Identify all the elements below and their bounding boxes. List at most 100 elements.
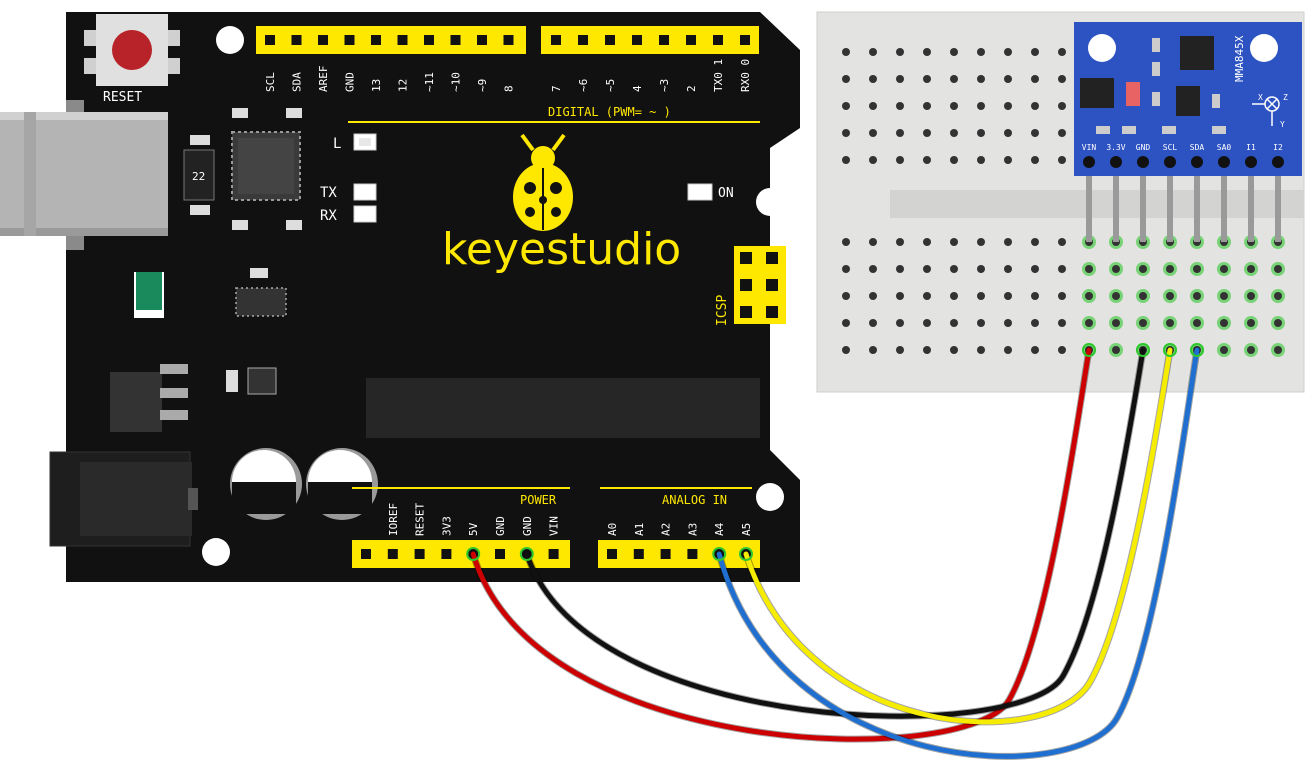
header-pin[interactable] (361, 549, 371, 559)
header-pin[interactable] (659, 35, 669, 45)
breadboard-hole (1139, 319, 1147, 327)
breadboard-hole (1058, 238, 1066, 246)
breadboard-hole (842, 346, 850, 354)
breadboard-hole (950, 75, 958, 83)
breadboard-hole (1031, 238, 1039, 246)
module-pin[interactable] (1191, 156, 1203, 168)
header-pin[interactable] (713, 35, 723, 45)
digital-pin-label: ~9 (476, 79, 489, 92)
arduino-board: RESET 22 (0, 12, 800, 582)
axis-z-label: Z (1283, 93, 1288, 102)
breadboard-hole (1220, 292, 1228, 300)
breadboard-hole (1004, 102, 1012, 110)
led-on (687, 183, 713, 201)
breadboard-hole (977, 319, 985, 327)
ladybug-logo (513, 133, 573, 231)
breadboard-hole (896, 265, 904, 273)
digital-pin-label: 7 (550, 85, 563, 92)
breadboard-hole (1031, 102, 1039, 110)
breadboard-hole (950, 265, 958, 273)
digital-pin-label: ~5 (604, 79, 617, 92)
breadboard-hole (977, 75, 985, 83)
header-pin[interactable] (414, 549, 425, 559)
header-pin[interactable] (551, 35, 561, 45)
regulator-code: 22 (192, 170, 205, 183)
header-pin[interactable] (578, 35, 588, 45)
header-pin[interactable] (687, 549, 698, 559)
header-pin[interactable] (265, 35, 275, 45)
breadboard-hole (869, 129, 877, 137)
breadboard-hole (923, 102, 931, 110)
header-pin[interactable] (371, 35, 381, 45)
header-pin[interactable] (387, 549, 398, 559)
header-pin[interactable] (503, 35, 514, 45)
power-pin-label: VIN (548, 516, 561, 536)
module-pin[interactable] (1245, 156, 1257, 168)
header-pin[interactable] (424, 35, 434, 45)
module-pin-label: SA0 (1217, 143, 1232, 152)
mounting-hole (756, 483, 784, 511)
header-pin[interactable] (605, 35, 615, 45)
header-pin[interactable] (495, 549, 505, 559)
header-pin[interactable] (660, 549, 671, 559)
breadboard-hole (842, 48, 850, 56)
reset-button[interactable] (84, 14, 180, 86)
header-pin[interactable] (607, 549, 617, 559)
analog-header (598, 540, 760, 568)
breadboard-hole (1247, 346, 1255, 354)
module-pin[interactable] (1083, 156, 1095, 168)
breadboard-hole (1004, 292, 1012, 300)
module-pin[interactable] (1272, 156, 1284, 168)
brand-logo-text: keyestudio (442, 224, 681, 275)
breadboard-hole (1220, 265, 1228, 273)
dc-power-jack (49, 451, 198, 547)
atmega-socket (366, 378, 760, 438)
header-pin[interactable] (548, 549, 559, 559)
wire-a4-to-sda[interactable] (716, 347, 1200, 759)
header-pin[interactable] (477, 35, 487, 45)
wire-a5-to-scl[interactable] (743, 347, 1173, 725)
module-regulator (1080, 78, 1114, 108)
header-pin[interactable] (318, 35, 328, 45)
header-pin[interactable] (441, 549, 452, 559)
mounting-hole (216, 26, 244, 54)
breadboard-hole (842, 238, 850, 246)
breadboard-hole (842, 292, 850, 300)
header-pin[interactable] (740, 35, 750, 45)
module-pin[interactable] (1137, 156, 1149, 168)
header-pin[interactable] (450, 35, 461, 45)
header-pin[interactable] (344, 35, 355, 45)
breadboard-hole (1166, 292, 1174, 300)
breadboard-hole (1058, 129, 1066, 137)
breadboard-hole (1085, 265, 1093, 273)
led-rx (353, 205, 377, 223)
header-pin[interactable] (397, 35, 408, 45)
breadboard-hole (1004, 238, 1012, 246)
module-pin[interactable] (1110, 156, 1122, 168)
module-pin-label: SDA (1190, 143, 1205, 152)
breadboard-hole (842, 319, 850, 327)
module-pin[interactable] (1218, 156, 1230, 168)
mounting-hole (202, 538, 230, 566)
module-pin[interactable] (1164, 156, 1176, 168)
eeprom-chip (235, 287, 287, 317)
breadboard-hole (869, 102, 877, 110)
breadboard-hole (896, 238, 904, 246)
breadboard-hole (869, 346, 877, 354)
wire-gnd-to-gnd[interactable] (524, 347, 1146, 719)
breadboard-hole (869, 156, 877, 164)
digital-pin-label: RX0 0 (739, 59, 752, 92)
breadboard-hole (1031, 292, 1039, 300)
header-pin[interactable] (632, 35, 642, 45)
digital-pin-label: 13 (370, 79, 383, 92)
breadboard-hole (977, 292, 985, 300)
header-pin[interactable] (686, 35, 696, 45)
digital-label: DIGITAL (PWM= ~ ) (548, 105, 671, 119)
header-pin[interactable] (291, 35, 302, 45)
wire-endpoint (1136, 343, 1150, 357)
breadboard-hole (896, 48, 904, 56)
breadboard-hole (1193, 292, 1201, 300)
header-pin[interactable] (633, 549, 644, 559)
capacitor (230, 448, 302, 520)
module-chip-label: MMA845X (1233, 35, 1246, 82)
